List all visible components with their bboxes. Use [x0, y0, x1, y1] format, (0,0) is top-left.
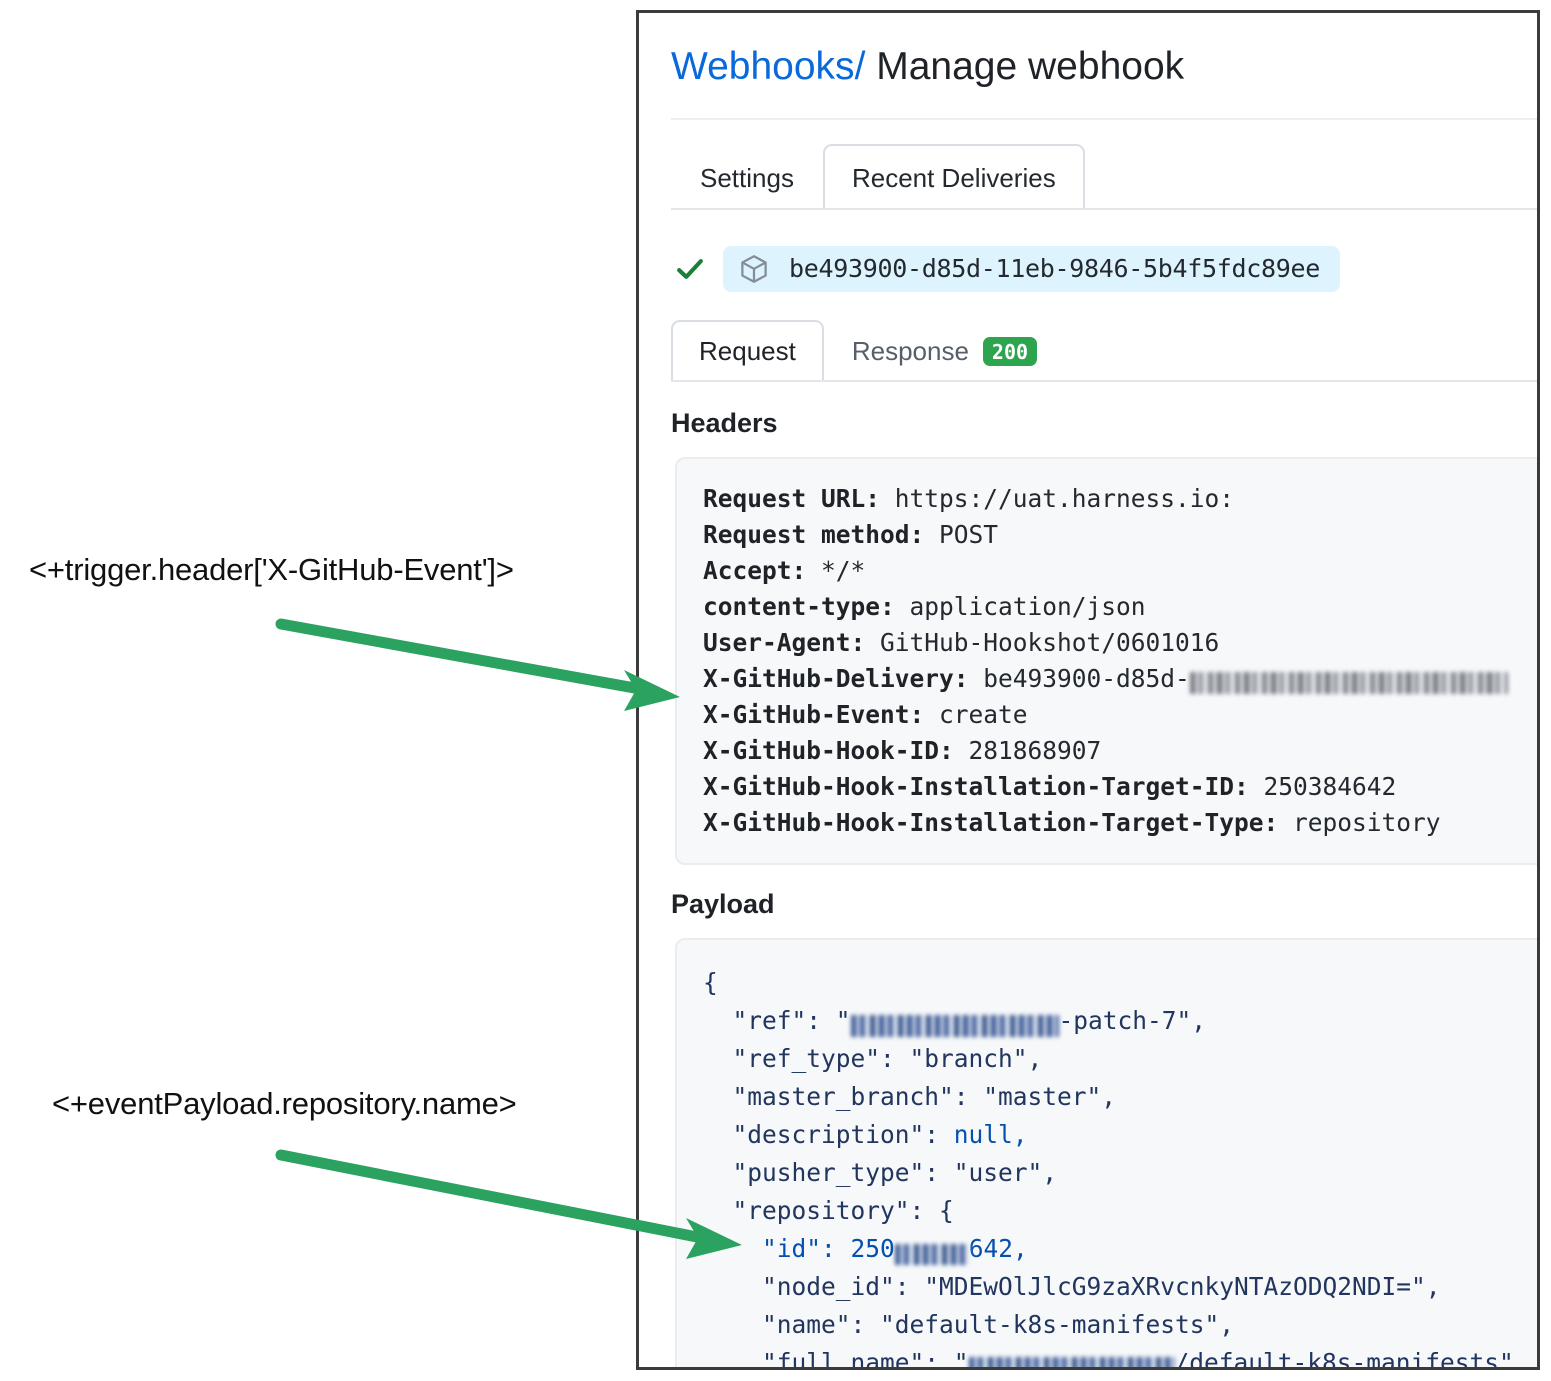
payload-text-post: /default-k8s-manifests", — [1174, 1347, 1529, 1370]
header-key: Accept: — [703, 555, 807, 585]
payload-text-post: null, — [953, 1119, 1028, 1149]
delivery-row[interactable]: be493900-d85d-11eb-9846-5b4f5fdc89ee — [675, 245, 1537, 292]
redacted-text — [1189, 671, 1508, 694]
payload-text: "ref": " — [703, 1005, 851, 1035]
tab-settings[interactable]: Settings — [700, 162, 794, 193]
header-row: X-GitHub-Delivery: be493900-d85d- — [703, 661, 1521, 697]
payload-text: "repository": { — [703, 1195, 954, 1225]
header-value: POST — [924, 519, 999, 549]
check-icon — [677, 258, 703, 279]
redacted-text — [968, 1356, 1175, 1367]
header-row: Accept: */* — [703, 553, 1521, 589]
tab-recent-deliveries[interactable]: Recent Deliveries — [822, 143, 1085, 210]
payload-line: "master_branch": "master", — [703, 1078, 1521, 1116]
payload-line: "name": "default-k8s-manifests", — [703, 1306, 1521, 1344]
header-row: Request URL: https://uat.harness.io: — [703, 481, 1521, 517]
header-value: repository — [1278, 807, 1441, 837]
payload-text: "pusher_type": "user", — [703, 1157, 1058, 1187]
inner-tabs-divider — [671, 379, 1537, 382]
payload-line: "pusher_type": "user", — [703, 1154, 1521, 1192]
header-row: X-GitHub-Hook-ID: 281868907 — [703, 733, 1521, 769]
delivery-id-chip[interactable]: be493900-d85d-11eb-9846-5b4f5fdc89ee — [723, 245, 1341, 292]
breadcrumb-separator: / — [854, 45, 866, 88]
outer-tabs-divider — [671, 207, 1537, 210]
header-key: content-type: — [703, 591, 895, 621]
payload-title: Payload — [671, 888, 775, 919]
page-title: Manage webhook — [876, 45, 1185, 88]
payload-line: "node_id": "MDEwOlJlcG9zaXRvcnkyNTAzODQ2… — [703, 1268, 1521, 1306]
header-key: X-GitHub-Hook-Installation-Target-ID: — [703, 771, 1249, 801]
header-row: X-GitHub-Event: create — [703, 697, 1521, 733]
webhook-tabs: Settings Recent Deliveries — [671, 143, 1537, 210]
annotation-label-trigger-header: <+trigger.header['X-GitHub-Event']> — [29, 552, 514, 587]
header-value: 250384642 — [1248, 771, 1397, 801]
header-row: User-Agent: GitHub-Hookshot/0601016 — [703, 625, 1521, 661]
header-divider — [671, 117, 1537, 120]
payload-text-post: 642, — [968, 1233, 1028, 1263]
payload-line: { — [703, 964, 1521, 1002]
payload-text: "ref_type": "branch", — [703, 1043, 1043, 1073]
payload-text: "master_branch": "master", — [703, 1081, 1117, 1111]
tab-request-label: Request — [699, 336, 796, 367]
payload-line: "repository": { — [703, 1192, 1521, 1230]
header-value: create — [924, 699, 1028, 729]
delivery-id-text: be493900-d85d-11eb-9846-5b4f5fdc89ee — [789, 254, 1321, 284]
header-row: X-GitHub-Hook-Installation-Target-ID: 25… — [703, 769, 1521, 805]
payload-line: "description": null, — [703, 1116, 1521, 1154]
arrow-to-x-github-event — [275, 618, 680, 711]
header-value: 281868907 — [953, 735, 1102, 765]
payload-text-post: -patch-7", — [1058, 1005, 1207, 1035]
tab-request[interactable]: Request — [671, 319, 824, 382]
payload-text: "id": 250 — [703, 1233, 895, 1263]
tab-response-label: Response — [851, 336, 969, 367]
headers-panel: Request URL: https://uat.harness.io:Requ… — [675, 456, 1537, 865]
header-key: X-GitHub-Hook-Installation-Target-Type: — [703, 807, 1279, 837]
header-row: Request method: POST — [703, 517, 1521, 553]
redacted-text — [894, 1243, 969, 1265]
headers-title: Headers — [671, 407, 778, 438]
header-value: */* — [806, 555, 866, 585]
payload-panel: { "ref": " -patch-7", "ref_type": "branch… — [675, 937, 1537, 1370]
breadcrumb-link-webhooks[interactable]: Webhooks — [671, 45, 855, 88]
payload-text: "name": "default-k8s-manifests", — [703, 1309, 1235, 1339]
header-key: Request URL: — [703, 483, 881, 513]
header-key: X-GitHub-Delivery: — [703, 663, 969, 693]
header-row: content-type: application/json — [703, 589, 1521, 625]
header-key: X-GitHub-Hook-ID: — [703, 735, 954, 765]
status-badge: 200 — [982, 337, 1038, 367]
payload-text: "node_id": "MDEwOlJlcG9zaXRvcnkyNTAzODQ2… — [703, 1271, 1441, 1301]
payload-line: "id": 250 642, — [703, 1230, 1521, 1268]
header-value: be493900-d85d- — [968, 663, 1190, 693]
header-key: Request method: — [703, 519, 925, 549]
header-row: X-GitHub-Hook-Installation-Target-Type: … — [703, 805, 1521, 841]
header-value: https://uat.harness.io: — [880, 483, 1235, 513]
request-response-tabs: Request Response 200 — [671, 319, 1537, 382]
header-value: application/json — [894, 591, 1146, 621]
annotation-label-event-payload: <+eventPayload.repository.name> — [52, 1086, 517, 1121]
webhook-card-inner: Webhooks/ Manage webhook Settings Recent… — [639, 13, 1537, 1370]
payload-line: "full_name": " /default-k8s-manifests", — [703, 1344, 1529, 1370]
header-key: User-Agent: — [703, 627, 866, 657]
payload-text: "full_name": " — [703, 1347, 969, 1370]
breadcrumb: Webhooks/ Manage webhook — [671, 43, 1537, 92]
header-value: GitHub-Hookshot/0601016 — [865, 627, 1220, 657]
payload-text: { — [703, 967, 718, 997]
header-key: X-GitHub-Event: — [703, 699, 925, 729]
payload-line: "ref_type": "branch", — [703, 1040, 1521, 1078]
webhook-card: Webhooks/ Manage webhook Settings Recent… — [636, 10, 1540, 1370]
payload-line: "ref": " -patch-7", — [703, 1002, 1521, 1040]
tab-response[interactable]: Response 200 — [824, 320, 1065, 382]
package-icon — [741, 254, 767, 283]
redacted-text — [850, 1014, 1059, 1037]
payload-text: "description": — [703, 1119, 954, 1149]
